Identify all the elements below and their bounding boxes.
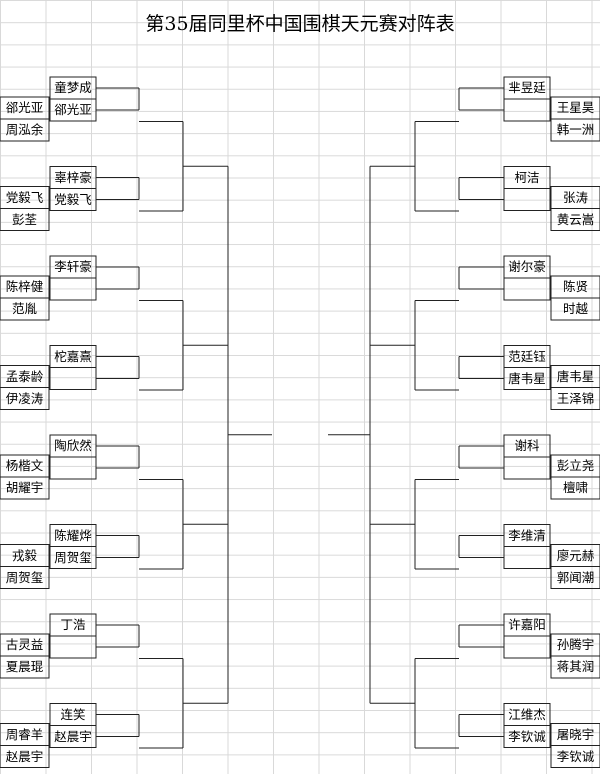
right-seed-name: 谢科: [514, 438, 540, 453]
left-entrant-name: 周贺玺: [5, 569, 44, 585]
left-entrant-name: 周泓余: [5, 122, 44, 137]
right-seed-name: 李维清: [508, 527, 546, 543]
right-entrant-name: 张涛: [562, 189, 588, 205]
left-entrant-name: 杨楷文: [5, 458, 44, 473]
left-entrant-name: 胡耀宇: [5, 480, 44, 495]
right-seed-name: 谢尔豪: [508, 259, 546, 274]
right-entrant-name: 时越: [562, 301, 588, 316]
right-entrant-name: 陈贤: [562, 279, 588, 294]
right-seed-name: 芈昱廷: [508, 80, 546, 95]
right-seed-name: [506, 99, 548, 121]
right-entrant-name: 王泽锦: [556, 390, 595, 406]
right-entrant-name: 王星昊: [556, 100, 595, 115]
left-seed-name: [52, 368, 94, 390]
right-seed-name: [506, 189, 548, 211]
right-entrant-name: 黄云嵩: [556, 211, 595, 227]
right-entrant-name: 蒋其润: [556, 659, 595, 674]
right-seed-name: [506, 636, 548, 658]
left-entrant-name: 郤光亚: [5, 100, 44, 115]
left-seed-name: 丁浩: [60, 617, 86, 632]
left-seed-name: [52, 457, 94, 479]
left-seed-name: 党毅飞: [54, 191, 92, 207]
left-entrant-name: 赵晨宇: [5, 748, 44, 764]
left-seed-name: 周贺玺: [54, 549, 92, 565]
right-seed-name: 江维杰: [508, 706, 546, 722]
right-entrant-name: 彭立尧: [556, 458, 595, 473]
right-seed-name: [506, 278, 548, 300]
right-entrant-name: 郭闻潮: [556, 569, 595, 585]
right-entrant-name: 唐韦星: [556, 368, 595, 384]
right-seed-name: 柯洁: [514, 169, 540, 185]
left-entrant-name: 古灵益: [5, 637, 44, 652]
left-entrant-name: 彭荃: [11, 211, 37, 227]
right-entrant-name: 孙腾宇: [556, 637, 595, 652]
right-seed-name: 范廷钰: [508, 348, 546, 364]
right-entrant-name: 廖元赫: [556, 547, 595, 563]
right-entrant-name: 韩一洲: [556, 122, 595, 137]
left-entrant-name: 戎毅: [11, 547, 37, 563]
left-seed-name: 陈耀烨: [54, 527, 92, 543]
right-entrant-name: 李钦诚: [556, 748, 595, 764]
right-entrant-name: 檀啸: [562, 480, 588, 495]
left-entrant-name: 夏晨琨: [5, 659, 44, 674]
right-seed-name: 许嘉阳: [508, 617, 546, 632]
right-entrant-name: 屠晓宇: [556, 726, 595, 742]
right-seed-name: 唐韦星: [508, 370, 546, 386]
left-seed-name: 柁嘉熹: [54, 348, 92, 364]
right-seed-name: [506, 547, 548, 569]
left-seed-name: 陶欣然: [54, 438, 92, 453]
left-entrant-name: 孟泰龄: [5, 368, 44, 384]
left-seed-name: [52, 278, 94, 300]
right-seed-name: 李钦诚: [508, 728, 546, 744]
left-entrant-name: 陈梓健: [5, 279, 44, 294]
page-title: 第35届同里杯中国围棋天元赛对阵表: [145, 13, 455, 35]
left-seed-name: 童梦成: [54, 80, 92, 95]
right-seed-name: [506, 457, 548, 479]
left-entrant-name: 伊凌涛: [5, 390, 44, 406]
left-seed-name: 李轩豪: [54, 259, 92, 274]
left-seed-name: [52, 636, 94, 658]
left-entrant-name: 周睿羊: [5, 726, 44, 742]
left-entrant-name: 范胤: [11, 301, 37, 316]
left-seed-name: 辜梓豪: [54, 169, 92, 185]
left-seed-name: 赵晨宇: [54, 728, 92, 744]
left-seed-name: 郤光亚: [54, 102, 92, 117]
left-entrant-name: 党毅飞: [5, 189, 44, 205]
left-seed-name: 连笑: [60, 706, 86, 722]
